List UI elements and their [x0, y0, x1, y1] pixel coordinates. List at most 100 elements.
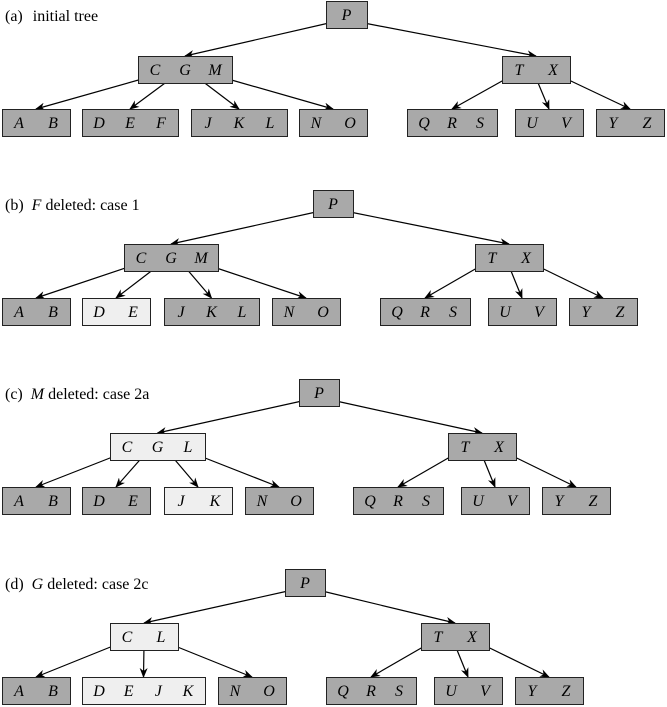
node-box: [218, 677, 287, 705]
node-key: U: [526, 115, 539, 132]
node-box: [110, 623, 179, 651]
node-box: [326, 677, 417, 705]
node-box: [164, 298, 260, 326]
node-key: B: [48, 304, 58, 321]
node-box: [502, 56, 571, 84]
node-key: Q: [418, 115, 430, 132]
node-key: Z: [643, 115, 653, 132]
node-key: C: [122, 629, 133, 646]
node-box: [596, 109, 665, 137]
node-key: B: [48, 115, 58, 132]
node-key: U: [499, 304, 512, 321]
node-key: K: [233, 115, 246, 132]
node-box: [380, 298, 471, 326]
node-key: J: [204, 115, 212, 132]
node-box: [82, 677, 206, 705]
tree-edge-arrow: [363, 22, 537, 59]
node-box: [407, 109, 498, 137]
caption-key: M: [30, 386, 46, 403]
root-node: P: [326, 1, 368, 29]
node-box: [245, 487, 314, 515]
node-key: Q: [364, 493, 376, 510]
panel-label: (a): [5, 8, 23, 25]
node-box: [488, 298, 557, 326]
tree-edge-arrow: [35, 644, 116, 678]
node-key: L: [156, 629, 166, 646]
node-key: E: [127, 493, 138, 510]
caption-key: F: [31, 197, 42, 214]
node-key: E: [127, 304, 138, 321]
node-box: [2, 109, 71, 137]
node-key: A: [13, 304, 24, 321]
node-box: [313, 190, 354, 218]
node-key: N: [256, 493, 269, 510]
root-node: P: [313, 190, 354, 218]
node-key: U: [472, 493, 485, 510]
tree-edge-arrow: [197, 454, 280, 488]
tree-edge-arrow: [172, 644, 253, 678]
node-box: [272, 298, 341, 326]
tree-edge-arrow: [335, 400, 483, 435]
node-key: L: [183, 439, 193, 456]
node-key: S: [449, 304, 457, 321]
node-box: [515, 677, 584, 705]
node-box: [110, 433, 206, 461]
node-box: [542, 487, 611, 515]
node-key: D: [92, 493, 105, 510]
tree-edge-arrow: [510, 454, 577, 488]
node-key: C: [150, 62, 161, 79]
node-key: Q: [337, 683, 349, 700]
tree-edge-arrow: [170, 211, 317, 246]
node-key: O: [290, 493, 302, 510]
root-node: P: [299, 379, 340, 407]
node-key: S: [395, 683, 403, 700]
tree-edge-arrow: [451, 77, 508, 110]
node-key: T: [434, 629, 444, 646]
node-key: P: [313, 385, 324, 402]
node-key: R: [392, 493, 403, 510]
node-key: S: [422, 493, 430, 510]
panel-label: (d): [5, 576, 24, 593]
node-key: N: [283, 304, 296, 321]
node-key: V: [480, 683, 492, 700]
tree-edge-arrow: [210, 265, 307, 299]
caption-key: G: [32, 576, 44, 593]
node-key: G: [179, 62, 191, 79]
node-key: N: [229, 683, 242, 700]
node-box: [475, 244, 544, 272]
node-key: G: [152, 439, 164, 456]
tree-edge-arrow: [564, 77, 631, 110]
node-box: [164, 487, 233, 515]
node-key: R: [446, 115, 457, 132]
node-key: G: [165, 250, 177, 267]
node-box: [569, 298, 638, 326]
node-box: [299, 109, 368, 137]
root-node: P: [285, 569, 326, 597]
node-key: K: [209, 493, 222, 510]
panel-label: (b): [5, 197, 24, 214]
tree-edge-arrow: [397, 454, 454, 488]
node-key: Y: [555, 493, 566, 510]
